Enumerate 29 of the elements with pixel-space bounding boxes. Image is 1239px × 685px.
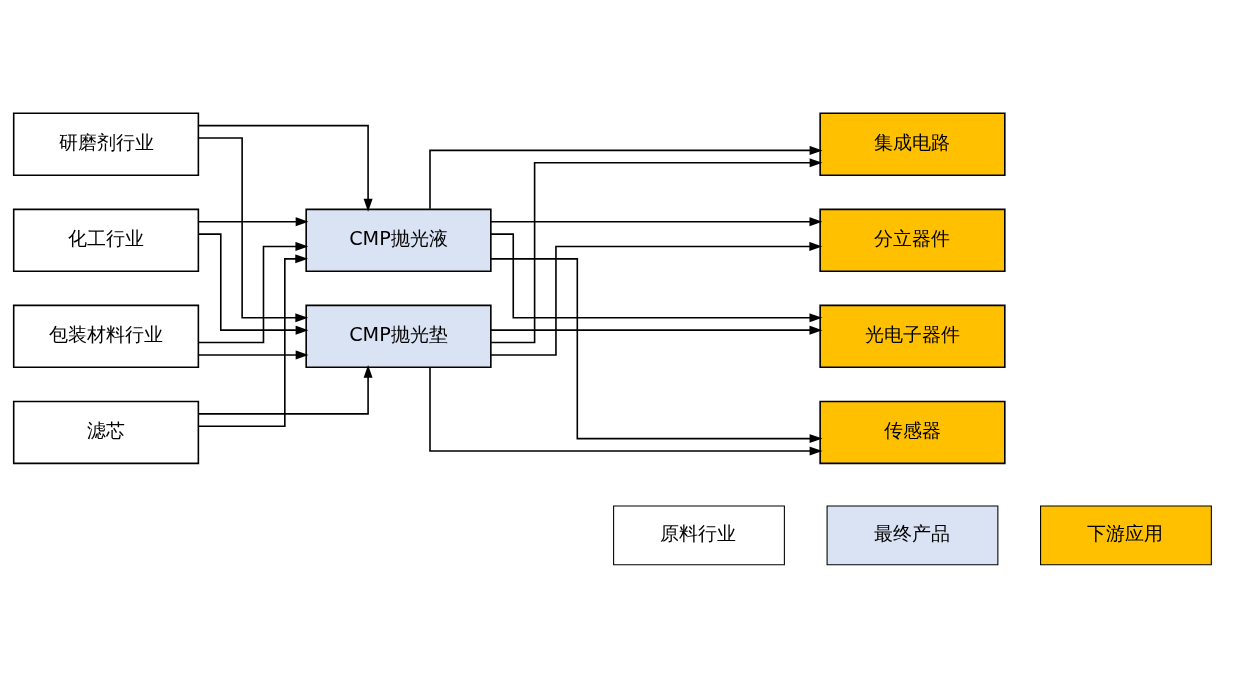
arrow [197, 137, 308, 323]
arrow [489, 258, 822, 444]
arrow [197, 233, 308, 335]
node-box: CMP抛光垫 [304, 304, 492, 369]
legend-label: 原料行业 [659, 522, 736, 546]
node-box: 光电子器件 [818, 304, 1006, 369]
arrow [197, 365, 373, 415]
arrow [197, 242, 308, 344]
legend-label: 最终产品 [873, 522, 950, 546]
arrow [197, 350, 308, 360]
node-box: 分立器件 [818, 208, 1006, 273]
node-box: 化工行业 [12, 208, 199, 273]
arrow [489, 325, 822, 335]
node-box: 滤芯 [12, 400, 199, 465]
arrow [489, 242, 822, 356]
arrow [197, 254, 308, 428]
legend-label: 下游应用 [1086, 522, 1163, 546]
arrow [428, 366, 822, 456]
node-box: 传感器 [818, 400, 1006, 465]
node-box: 包装材料行业 [12, 304, 199, 369]
node-box: 集成电路 [818, 112, 1006, 176]
arrow [489, 233, 822, 323]
arrow [197, 217, 308, 227]
arrow [197, 124, 373, 212]
arrow [489, 217, 822, 227]
arrow [428, 145, 822, 210]
arrow [489, 158, 822, 344]
node-box: 研磨剂行业 [12, 112, 199, 176]
node-box: CMP抛光液 [304, 208, 492, 273]
